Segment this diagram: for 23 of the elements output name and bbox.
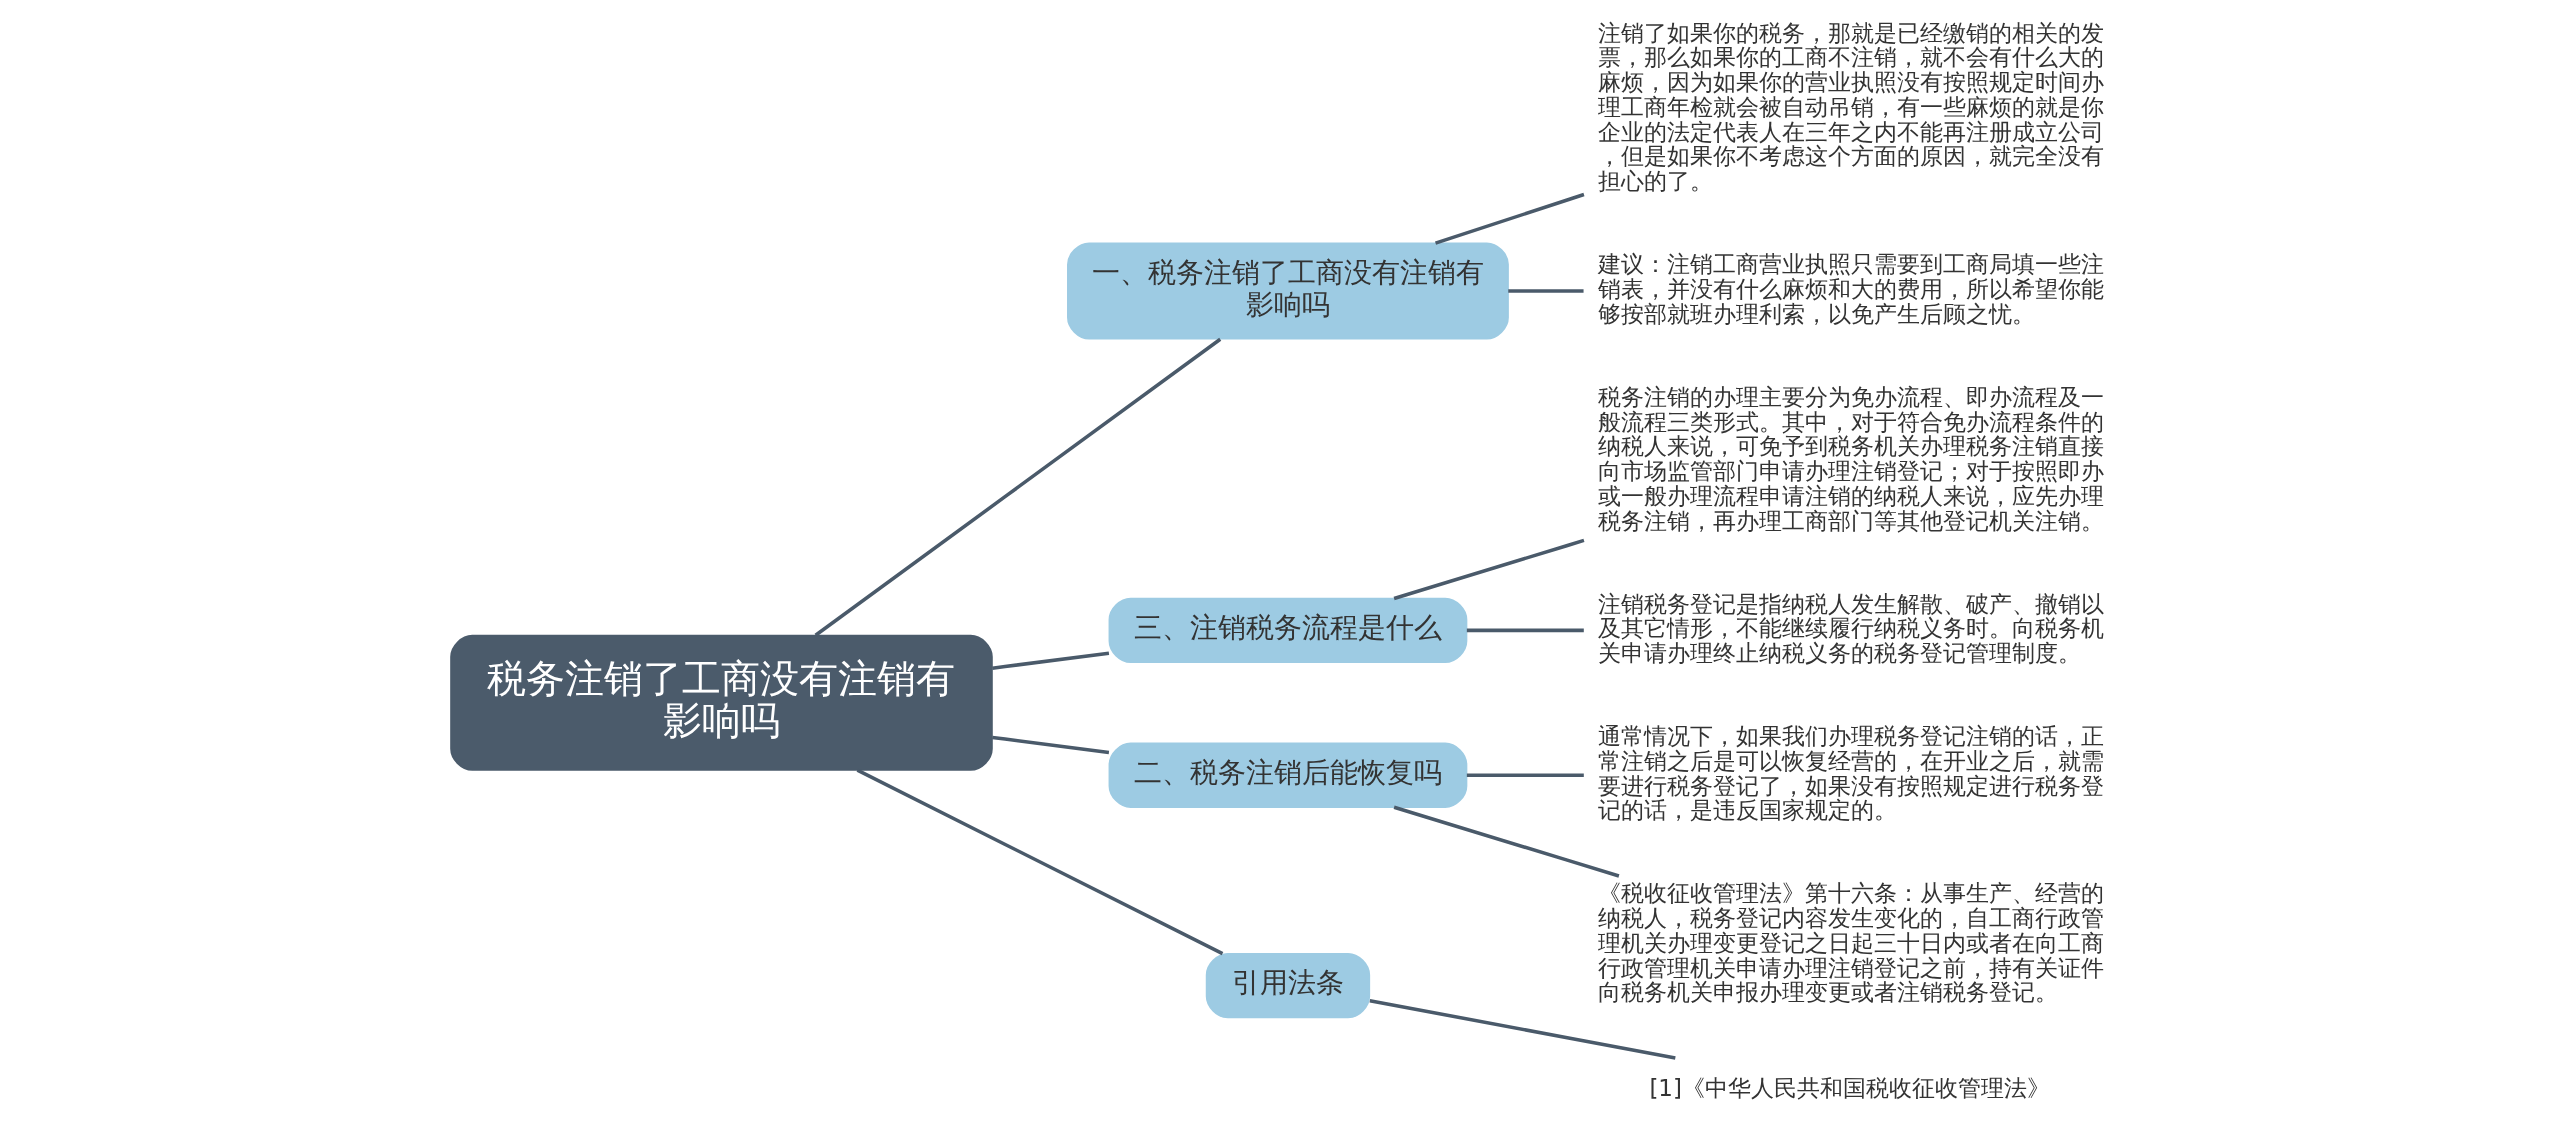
node-text: 《税收征收管理法》第十六条：从事生产、经营的纳税人，税务登记内容发生变化的，自工商行政管理机关办理变更登记之日起三十日内或者在向工商行政管理机关申请办理注销登记之前，持有关证件向税务机关申报办理变更或者注销税务登记。 xyxy=(1598,880,2105,1006)
node-text: 注销了如果你的税务，那就是已经缴销的相关的发票，那么如果你的工商不注销，就不会有什么大的麻烦，因为如果你的营业执照没有按照规定时间办理工商年检就会被自动吊销，有一些麻烦的就是你企业的法定代表人在三年之内不能再注册成立公司，但是如果你不考虑这个方面的原因，就完全没有担心的了。 xyxy=(1598,19,2105,195)
node-box: 一、税务注销了工商没有注销有影响吗 xyxy=(1067,242,1509,340)
connector xyxy=(814,337,1222,637)
connector xyxy=(1466,773,1584,778)
node-text: 注销税务登记是指纳税人发生解散、破产、撤销以及其它情形，不能继续履行纳税义务时。向税务机关申请办理终止纳税义务的税务登记管理制度。 xyxy=(1598,590,2105,667)
connector xyxy=(1508,289,1584,293)
node-box: 引用法条 xyxy=(1205,952,1371,1019)
connector xyxy=(992,735,1110,755)
node-box: 税务注销了工商没有注销有影响吗 xyxy=(450,634,993,771)
node-text: 通常情况下，如果我们办理税务登记注销的话，正常注销之后是可以恢复经营的，在开业之后，就需要进行税务登记了，如果没有按照规定进行税务登记的话，是违反国家规定的。 xyxy=(1598,723,2105,824)
connector xyxy=(992,651,1110,670)
node-box: 三、注销税务流程是什么 xyxy=(1108,597,1468,664)
node-text: [1]《中华人民共和国税收征收管理法》 xyxy=(1649,1074,2050,1101)
node-text: 建议：注销工商营业执照只需要到工商局填一些注销表，并没有什么麻烦和大的费用，所以希望你能够按部就班办理利索，以免产生后顾之忧。 xyxy=(1598,251,2105,327)
node-box: 二、税务注销后能恢复吗 xyxy=(1108,742,1468,808)
node-text: 税务注销的办理主要分为免办流程、即办流程及一般流程三类形式。其中，对于符合免办流程条件的纳税人来说，可免予到税务机关办理税务注销直接向市场监管部门申请办理注销登记；对于按照即办或一般办理流程申请注销的纳税人来说，应先办理税务注销，再办理工商部门等其他登记机关注销。 xyxy=(1598,383,2105,534)
connector xyxy=(1466,628,1584,633)
connector xyxy=(1435,192,1585,245)
connector xyxy=(856,768,1224,956)
connector xyxy=(1393,805,1620,878)
connector xyxy=(1369,998,1676,1060)
connector xyxy=(1393,538,1585,601)
